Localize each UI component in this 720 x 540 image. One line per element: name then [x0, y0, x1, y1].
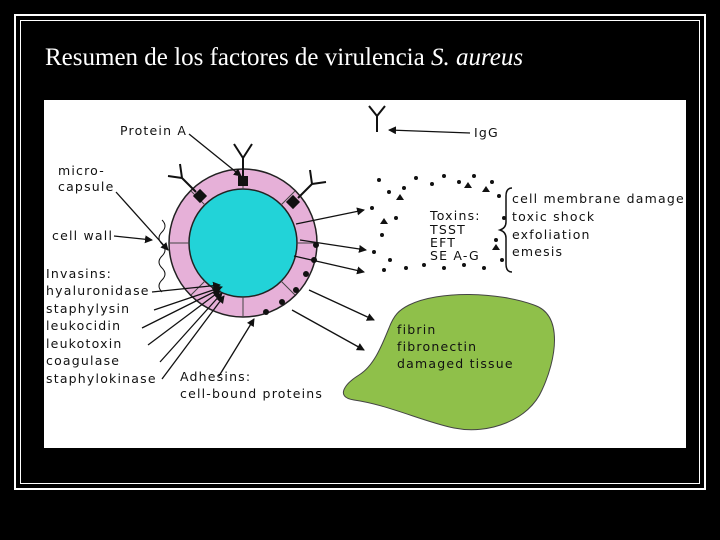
toxin-effects-brace — [497, 187, 513, 273]
label-effect-1: cell membrane damage — [512, 191, 685, 206]
label-tissue-2: fibronectin — [397, 339, 477, 354]
label-toxin-1: TSST — [429, 222, 466, 237]
igg-antibodies — [167, 105, 386, 199]
cell-wall-squiggle — [158, 219, 166, 293]
label-cell-wall: cell wall — [52, 228, 113, 243]
label-effect-2: toxic shock — [512, 209, 595, 224]
label-invasin-3: leukocidin — [46, 318, 121, 333]
slide-title: Resumen de los factores de virulencia S.… — [45, 44, 523, 72]
label-tissue-1: fibrin — [397, 322, 437, 337]
label-invasins-heading: Invasins: — [46, 266, 112, 281]
label-invasin-5: coagulase — [46, 353, 120, 368]
slide-inner-border — [20, 20, 700, 484]
label-adhesins-detail: cell-bound proteins — [180, 386, 323, 401]
label-toxins-heading: Toxins: — [429, 208, 481, 223]
adhesins-pointer — [218, 318, 255, 377]
label-igg: IgG — [474, 125, 499, 140]
label-protein-a: Protein A — [120, 123, 187, 138]
label-invasin-4: leukotoxin — [46, 336, 122, 351]
label-tissue-3: damaged tissue — [397, 356, 514, 371]
virulence-diagram: Protein A IgG micro- capsule cell wall I… — [44, 100, 686, 448]
label-microcapsule-2: capsule — [58, 179, 114, 194]
title-species: S. aureus — [430, 44, 524, 71]
label-toxin-2: EFT — [430, 235, 456, 250]
slide-outer-border — [14, 14, 706, 490]
label-invasin-1: hyaluronidase — [46, 283, 150, 298]
title-main: Resumen de los factores de virulencia — [45, 44, 425, 71]
label-effect-3: exfoliation — [512, 227, 591, 242]
label-adhesins-heading: Adhesins: — [180, 369, 251, 384]
damaged-tissue-blob — [342, 294, 555, 431]
adhesin-dots — [263, 242, 319, 315]
toxin-particles — [370, 174, 506, 272]
bacterial-cell — [188, 188, 298, 298]
pointer-arrows — [113, 126, 471, 380]
label-invasin-2: staphylysin — [46, 301, 130, 316]
label-microcapsule-1: micro- — [58, 163, 105, 178]
label-invasin-6: staphylokinase — [46, 371, 157, 386]
label-effect-4: emesis — [512, 244, 563, 259]
label-toxin-3: SE A-G — [430, 248, 480, 263]
